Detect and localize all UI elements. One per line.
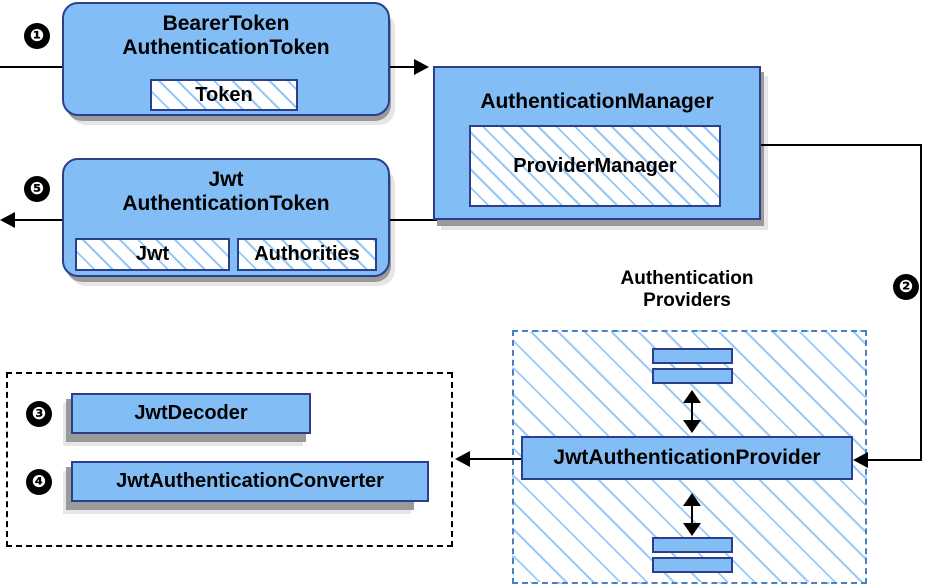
jwt-decoder-label: JwtDecoder: [134, 402, 248, 424]
authentication-providers-caption-line1: Authentication: [620, 268, 754, 289]
jwt-support-group-region: [6, 372, 453, 547]
bearer-token-label-group: BearerToken AuthenticationToken: [64, 12, 388, 60]
token-field-label: Token: [195, 83, 253, 106]
bearer-token-label-line1: BearerToken: [162, 12, 290, 35]
manager-right-line: [761, 144, 922, 146]
provider-link-bottom-arrow-up: [683, 493, 701, 506]
step-badge-5: ❺: [24, 176, 50, 202]
jwt-authentication-converter-node[interactable]: JwtAuthenticationConverter: [71, 461, 429, 502]
response-outbound-line: [8, 219, 64, 221]
into-provider-arrowhead: [853, 452, 868, 468]
authentication-providers-caption: Authentication Providers: [572, 268, 802, 312]
provider-manager-box[interactable]: ProviderManager: [469, 125, 721, 207]
token-field-box[interactable]: Token: [150, 79, 298, 111]
jwt-decoder-node[interactable]: JwtDecoder: [71, 393, 311, 434]
authorities-field-label: Authorities: [254, 243, 360, 265]
provider-to-group-arrowhead: [455, 451, 470, 467]
bearer-to-manager-arrowhead: [414, 59, 429, 75]
provider-manager-label: ProviderManager: [513, 154, 677, 177]
into-provider-line: [868, 459, 922, 461]
provider-bar-bottom-1: [652, 537, 733, 553]
jwt-field-box[interactable]: Jwt: [75, 238, 230, 271]
authorities-field-box[interactable]: Authorities: [237, 238, 377, 271]
provider-link-top-arrow-up: [683, 390, 701, 403]
step-badge-3: ❸: [26, 401, 52, 427]
jwt-authentication-provider-node[interactable]: JwtAuthenticationProvider: [521, 436, 853, 480]
provider-to-group-line: [470, 458, 522, 460]
response-outbound-arrowhead: [0, 212, 15, 228]
provider-link-bottom-line: [691, 499, 693, 525]
bearer-token-label-line2: AuthenticationToken: [122, 36, 330, 59]
bearer-to-manager-line: [390, 66, 420, 68]
provider-link-top-arrow-down: [683, 420, 701, 433]
jwt-field-label: Jwt: [135, 243, 170, 265]
provider-link-bottom-arrow-down: [683, 523, 701, 536]
provider-bar-top-2: [652, 368, 733, 384]
step-badge-1: ❶: [24, 23, 50, 49]
authentication-manager-label: AuthenticationManager: [480, 90, 714, 113]
request-inbound-line: [0, 66, 64, 68]
provider-bar-top-1: [652, 348, 733, 364]
authentication-providers-caption-line2: Providers: [643, 289, 731, 311]
jwt-token-label-line1: Jwt: [208, 168, 244, 191]
jwt-token-label-line2: AuthenticationToken: [122, 192, 330, 215]
provider-bar-bottom-2: [652, 557, 733, 573]
jwt-token-label-group: Jwt AuthenticationToken: [64, 168, 388, 216]
jwt-authentication-converter-label: JwtAuthenticationConverter: [116, 470, 384, 492]
provider-link-top-line: [691, 396, 693, 422]
manager-to-jwt-token-line: [390, 219, 437, 221]
step-badge-4: ❹: [26, 469, 52, 495]
manager-down-line: [920, 144, 922, 461]
step-badge-2: ❷: [893, 274, 919, 300]
jwt-authentication-provider-label: JwtAuthenticationProvider: [553, 446, 821, 469]
